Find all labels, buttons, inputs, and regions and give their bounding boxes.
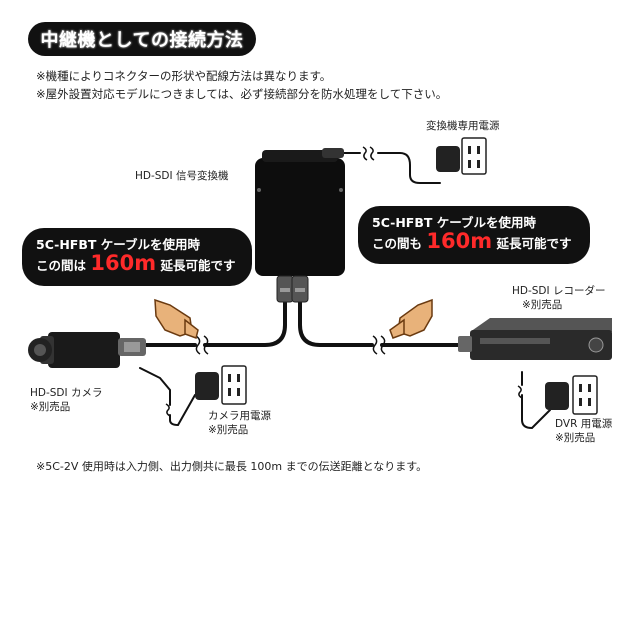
converter-label: HD-SDI 信号変換機 xyxy=(135,170,229,182)
title-banner: 中継機としての接続方法 xyxy=(28,22,256,56)
dvr-power-label: DVR 用電源 xyxy=(555,418,613,430)
dvr-power-sub: ※別売品 xyxy=(555,432,596,444)
outlet-camera xyxy=(195,365,247,405)
bubble-right: 5C-HFBT ケーブルを使用時 この間も 160m 延長可能です xyxy=(358,206,590,264)
bubble-left-line1: 5C-HFBT ケーブルを使用時 xyxy=(36,237,201,252)
camera-power-sub: ※別売品 xyxy=(208,424,249,436)
bubble-left-prefix: この間は xyxy=(36,258,87,273)
bubble-right-suffix: 延長可能です xyxy=(496,236,572,251)
signal-converter-box xyxy=(255,148,345,303)
camera-label: HD-SDI カメラ xyxy=(30,387,103,399)
recorder-sub: ※別売品 xyxy=(522,299,563,311)
bubble-left-line2: この間は 160m 延長可能です xyxy=(36,251,238,275)
hd-sdi-recorder xyxy=(458,318,612,360)
bubble-right-prefix: この間も xyxy=(372,236,423,251)
camera-sub: ※別売品 xyxy=(30,401,71,413)
bubble-left-suffix: 延長可能です xyxy=(160,258,236,273)
note-5c2v-distance: ※5C-2V 使用時は入力側、出力側共に最長 100m までの伝送距離となります… xyxy=(36,460,428,473)
bubble-right-line2: この間も 160m 延長可能です xyxy=(372,229,576,253)
recorder-label: HD-SDI レコーダー xyxy=(512,285,606,297)
pointing-hand-right xyxy=(389,298,433,339)
bubble-right-line1: 5C-HFBT ケーブルを使用時 xyxy=(372,215,537,230)
outlet-converter xyxy=(436,137,487,175)
note-connector-shape: ※機種によりコネクターの形状や配線方法は異なります。 xyxy=(36,69,332,83)
bubble-left-distance: 160m xyxy=(90,251,157,275)
hd-sdi-camera xyxy=(28,332,146,368)
camera-power-label: カメラ用電源 xyxy=(208,410,271,422)
page-title: 中継機としての接続方法 xyxy=(40,30,244,51)
bubble-left: 5C-HFBT ケーブルを使用時 この間は 160m 延長可能です xyxy=(22,228,252,286)
cable-lines xyxy=(139,152,551,430)
outlet-dvr xyxy=(545,375,598,415)
bubble-right-distance: 160m xyxy=(426,229,493,253)
converter-power-label: 変換機専用電源 xyxy=(426,120,500,132)
note-waterproof: ※屋外設置対応モデルにつきましては、必ず接続部分を防水処理をして下さい。 xyxy=(36,87,448,101)
cable-break-marks xyxy=(165,146,523,417)
pointing-hand-left xyxy=(154,298,199,339)
